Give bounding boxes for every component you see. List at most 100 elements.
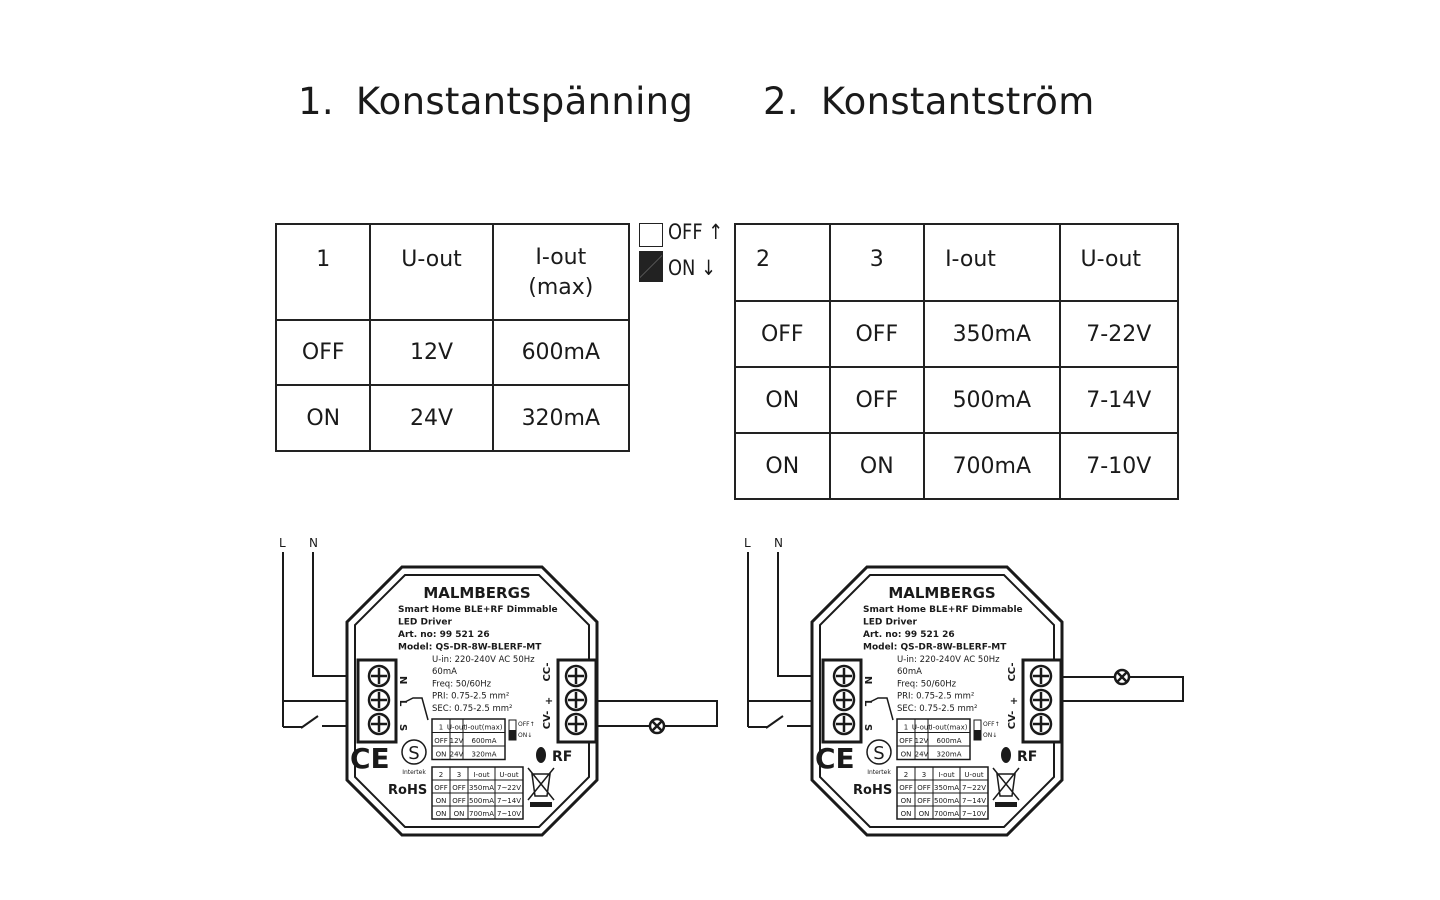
lamp-cross — [1116, 671, 1128, 683]
mini-table-cell: 7~22V — [497, 784, 521, 792]
device-info-line: Smart Home BLE+RF Dimmable — [863, 605, 1023, 615]
mini-table-cell: OFF — [917, 797, 931, 805]
right-terminal-label: CV- — [1007, 711, 1018, 730]
cert-label: Intertek — [402, 769, 426, 776]
switch-link-icon — [404, 697, 429, 721]
screw-slot — [371, 692, 387, 708]
mini-table-cell: U-out — [499, 771, 518, 779]
left-terminal-label: S — [862, 724, 873, 731]
left-terminal-label: L — [397, 700, 408, 707]
device-housing — [810, 565, 1064, 837]
mini-table-cell: ON — [436, 810, 447, 818]
device-spec-line: Freq: 50/60Hz — [897, 679, 957, 689]
screw-slot — [1033, 692, 1049, 708]
right-terminal-label: + — [545, 696, 553, 707]
cell: 7-22V — [1058, 300, 1180, 368]
device-info-line: Smart Home BLE+RF Dimmable — [398, 605, 558, 615]
mini-table-cell: OFF — [452, 797, 466, 805]
header-cell: U-out — [369, 223, 494, 321]
screw-slot — [1033, 668, 1049, 684]
right-terminal-label: CV- — [542, 711, 553, 730]
terminal-screw-icon — [1029, 664, 1053, 688]
cell: 7-14V — [1058, 366, 1180, 434]
header-cell: 3 — [828, 223, 926, 302]
cell: 700mA — [923, 432, 1061, 500]
header-cell: I-out (max) — [491, 223, 631, 321]
cell: 500mA — [923, 366, 1061, 434]
intertek-icon — [866, 739, 892, 765]
device-spec-line: U-in: 220-240V AC 50Hz — [897, 655, 1000, 665]
wire-label-n: N — [774, 536, 783, 550]
device-info-line: Model: QS-DR-8W-BLERF-MT — [398, 643, 542, 653]
mini-table-cell: 320mA — [937, 751, 962, 759]
bluetooth-icon — [1001, 747, 1011, 763]
right-terminal-label: + — [1010, 696, 1018, 707]
switch-off-icon — [639, 223, 663, 247]
mini-table-cell: 700mA — [469, 810, 494, 818]
bluetooth-icon — [536, 747, 546, 763]
cell: 350mA — [923, 300, 1061, 368]
terminal-screw-icon — [1029, 688, 1053, 712]
mini-table-cell: OFF — [899, 737, 913, 745]
cell: 12V — [369, 319, 494, 386]
device-spec-line: U-in: 220-240V AC 50Hz — [432, 655, 535, 665]
bin-bar — [530, 802, 552, 807]
mini-table-cell: 7~10V — [497, 810, 521, 818]
mini-table-cell: OFF — [452, 784, 466, 792]
intertek-s: S — [873, 743, 884, 764]
terminal-screw-icon — [564, 664, 588, 688]
cell: ON — [828, 432, 926, 500]
mini-table-cell: 1 — [439, 724, 443, 732]
mini-table-cell: ON — [436, 797, 447, 805]
terminal-screw-icon — [367, 712, 391, 736]
device-info-line: LED Driver — [398, 618, 452, 628]
left-terminal-label: S — [397, 724, 408, 731]
cell: 320mA — [491, 384, 631, 452]
device-spec-line: 60mA — [432, 667, 457, 677]
device-info-line: Model: QS-DR-8W-BLERF-MT — [863, 643, 1007, 653]
device-housing-inner — [354, 574, 590, 828]
device-spec-line: 60mA — [897, 667, 922, 677]
lamp-cross — [651, 720, 663, 732]
lamp-icon — [1113, 668, 1131, 686]
switch-link-icon — [869, 697, 894, 721]
mini-table-cell: 7~14V — [962, 797, 986, 805]
heading-number: 2. — [763, 80, 799, 123]
rohs-mark: RoHS — [388, 783, 427, 798]
wire-label-l: L — [279, 536, 286, 550]
cell: 7-10V — [1058, 432, 1180, 500]
terminal-screw-icon — [367, 688, 391, 712]
wire-label-n: N — [309, 536, 318, 550]
mini-table-cell: ON — [436, 751, 447, 759]
mini-table-cell: 7~14V — [497, 797, 521, 805]
mini-switch-knob — [509, 730, 516, 740]
terminal-screw-icon — [367, 664, 391, 688]
intertek-icon — [401, 739, 427, 765]
wire — [777, 552, 823, 677]
device-spec-line: SEC: 0.75-2.5 mm² — [897, 704, 977, 714]
mini-table-cell: 320mA — [472, 751, 497, 759]
mini-switch-on: ON↓ — [518, 732, 532, 739]
mini-table-cell: OFF — [434, 737, 448, 745]
screw-slot — [1033, 716, 1049, 732]
mini-switch-knob — [974, 730, 981, 740]
cell: OFF — [828, 366, 926, 434]
mini-table-cell: U-out — [912, 724, 931, 732]
bin-outline — [992, 767, 1020, 801]
screw-slot — [568, 716, 584, 732]
mini-table-cell: 24V — [915, 751, 929, 759]
screw-slot — [836, 692, 852, 708]
mini-table-1 — [431, 718, 506, 761]
wire-label-l: L — [744, 536, 751, 550]
header-cell: U-out — [1058, 223, 1180, 302]
cell: OFF — [274, 319, 372, 386]
weee-bin-icon — [527, 767, 555, 807]
mini-table-cell: 12V — [450, 737, 464, 745]
brand-logo: MALMBERGS — [888, 584, 995, 602]
mini-table-cell: 350mA — [934, 784, 959, 792]
mini-table-cell: OFF — [434, 784, 448, 792]
right-terminal-label: CC- — [1007, 662, 1018, 681]
ce-mark: CE — [350, 742, 390, 775]
device-info-line: Art. no: 99 521 26 — [398, 630, 490, 640]
device-spec-line: PRI: 0.75-2.5 mm² — [897, 692, 974, 702]
